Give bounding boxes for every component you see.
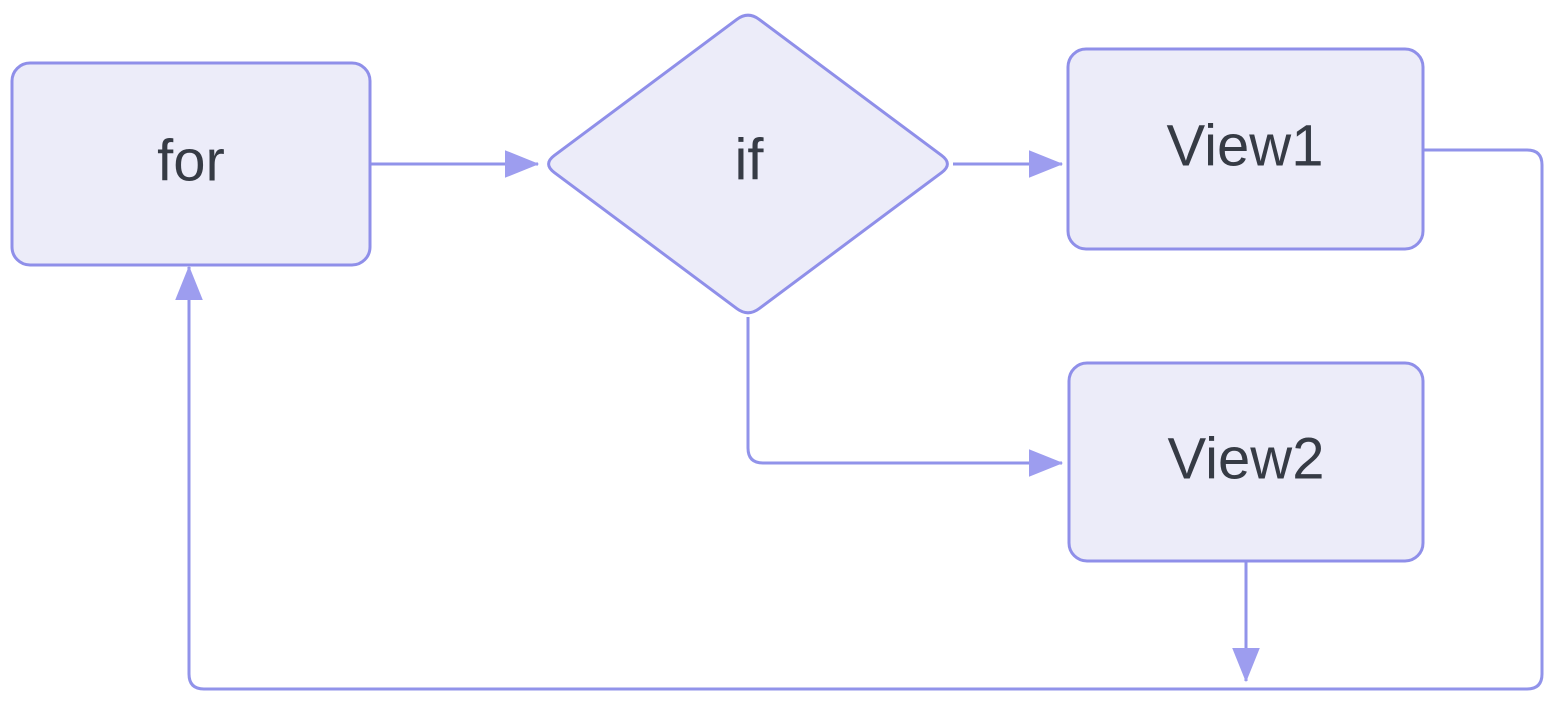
node-view2-shape [1067, 361, 1425, 563]
node-view1: View1 [1066, 47, 1425, 251]
edge-if-to-view2 [746, 317, 1064, 477]
node-view2-label: View2 [1168, 427, 1325, 492]
node-for: for [10, 61, 372, 267]
node-for-label: for [157, 129, 225, 194]
node-view1-shape [1066, 47, 1425, 251]
node-if-label: if [735, 128, 765, 193]
edges [175, 148, 1544, 691]
node-view2: View2 [1067, 361, 1425, 563]
node-view1-label: View1 [1167, 114, 1324, 179]
edge-view1-loop-to-for [175, 148, 1544, 691]
node-if: if [547, 13, 949, 315]
node-for-shape [10, 61, 372, 267]
node-if-shape [547, 13, 949, 315]
